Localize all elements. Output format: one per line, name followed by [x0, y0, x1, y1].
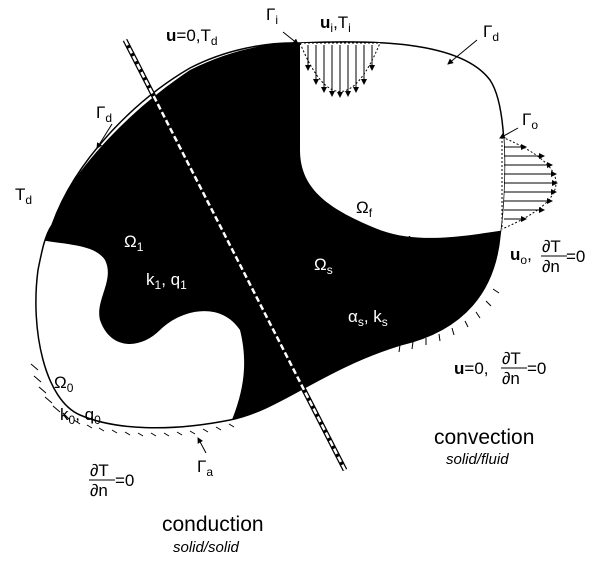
svg-text:∂n: ∂n	[542, 257, 560, 276]
omega-1-label: Ω1	[124, 232, 144, 254]
svg-text:∂T: ∂T	[542, 237, 561, 256]
conduction-title: conduction	[162, 513, 264, 536]
svg-text:∂n: ∂n	[502, 369, 520, 388]
gamma-i-label: Γi	[266, 5, 278, 27]
adiabatic-condition: ∂T ∂n =0	[89, 461, 134, 500]
svg-text:=0: =0	[115, 471, 134, 490]
convection-title: convection	[434, 426, 534, 449]
svg-text:∂T: ∂T	[502, 349, 521, 368]
svg-text:=0: =0	[527, 359, 546, 378]
omega-s-label: Ωs	[314, 255, 333, 277]
omega-1-props: k1, q1	[146, 270, 187, 292]
gamma-d-left-label: Γd	[96, 103, 112, 125]
omega-0-label: Ω0	[54, 373, 74, 395]
svg-text:=0: =0	[566, 247, 585, 266]
svg-text:∂n: ∂n	[90, 481, 108, 500]
adiabatic-wall-hatching	[30, 288, 500, 437]
boundary-pointers	[96, 31, 519, 454]
gamma-a-label: Γa	[197, 457, 213, 479]
svg-text:uo,: uo,	[510, 245, 532, 267]
gamma-o-label: Γo	[522, 110, 538, 132]
outlet-velocity-profile	[501, 136, 558, 230]
solid-region-black	[40, 42, 505, 425]
inlet-condition: ui,Ti	[320, 13, 351, 35]
wall-condition: u=0, ∂T ∂n =0	[454, 349, 546, 388]
left-condition: Td	[15, 185, 32, 207]
inlet-velocity-profile	[299, 42, 381, 98]
svg-text:u=0,: u=0,	[454, 359, 489, 378]
conduction-subtitle: solid/solid	[173, 539, 240, 556]
omega-f-label: Ωf	[356, 198, 373, 220]
convection-subtitle: solid/fluid	[446, 451, 509, 468]
omega-f-props: αf, kf	[385, 233, 420, 255]
omega-s-props: αs, ks	[348, 307, 388, 329]
divider-line	[122, 38, 348, 472]
svg-text:∂T: ∂T	[90, 461, 109, 480]
top-condition: u=0,Td	[166, 26, 218, 48]
fluid-channel	[300, 43, 505, 238]
omega-0-props: k0, q0	[60, 405, 101, 427]
outlet-condition: uo, ∂T ∂n =0	[510, 237, 585, 276]
gamma-d-top-label: Γd	[483, 22, 499, 44]
